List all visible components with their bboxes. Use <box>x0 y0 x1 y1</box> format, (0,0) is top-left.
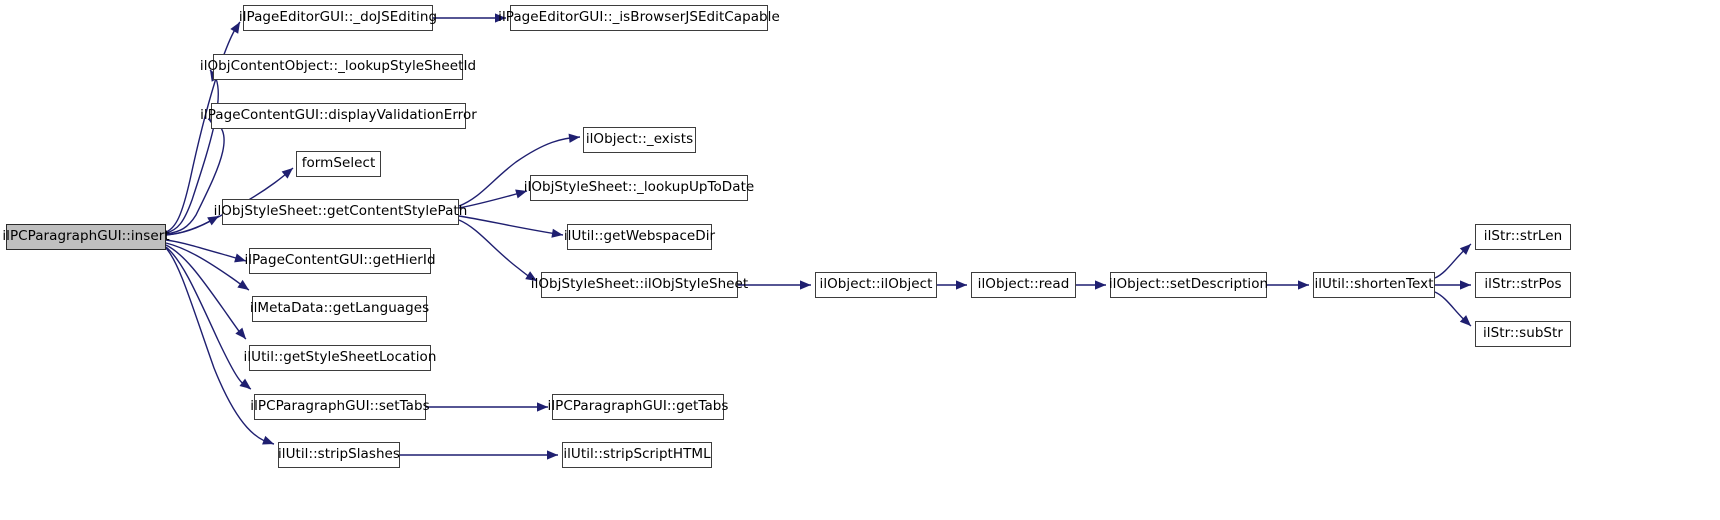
graph-node-substr[interactable]: ilStr::subStr <box>1475 321 1571 347</box>
graph-node-stripscripthtml[interactable]: ilUtil::stripScriptHTML <box>562 442 712 468</box>
graph-node-getcontentstyle[interactable]: ilObjStyleSheet::getContentStylePath <box>214 199 467 225</box>
graph-node-lookupstyleid[interactable]: ilObjContentObject::_lookupStyleSheetId <box>200 54 476 80</box>
graph-node-lookupuptodate[interactable]: ilObjStyleSheet::_lookupUpToDate <box>524 175 754 201</box>
graph-node-label: ilObject::read <box>977 276 1070 293</box>
graph-node-displayvalidation[interactable]: ilPageContentGUI::displayValidationError <box>200 103 477 129</box>
graph-node-label: ilObjContentObject::_lookupStyleSheetId <box>199 58 477 75</box>
arrowhead-objstylesheet-to-ilobject <box>800 280 811 290</box>
graph-node-gettabs[interactable]: ilPCParagraphGUI::getTabs <box>548 394 728 420</box>
graph-node-strlen[interactable]: ilStr::strLen <box>1475 224 1571 250</box>
edge-root-to-getstylesheetloc <box>165 244 247 340</box>
edge-shortentext-to-strlen <box>1434 243 1472 279</box>
graph-node-label: ilObjStyleSheet::ilObjStyleSheet <box>530 276 749 293</box>
edge-getcontentstyle-to-getwebspacedir <box>458 215 564 236</box>
graph-node-label: ilObject::ilObject <box>819 276 933 293</box>
graph-node-label: ilObjStyleSheet::_lookupUpToDate <box>523 179 755 196</box>
graph-node-label: ilPageEditorGUI::_doJSEditing <box>238 9 438 26</box>
graph-node-label: ilPageContentGUI::getHierId <box>244 252 436 269</box>
graph-node-getwebspacedir[interactable]: ilUtil::getWebspaceDir <box>564 224 715 250</box>
arrowhead-ilobject-to-read <box>956 280 967 290</box>
graph-node-root[interactable]: ilPCParagraphGUI::insert <box>2 224 170 250</box>
graph-node-read[interactable]: ilObject::read <box>971 272 1076 298</box>
graph-node-label: ilPCParagraphGUI::setTabs <box>250 398 430 415</box>
graph-node-label: ilStr::strPos <box>1484 276 1562 293</box>
arrowhead-shortentext-to-strpos <box>1460 280 1471 290</box>
graph-node-ilobject[interactable]: ilObject::ilObject <box>815 272 937 298</box>
graph-node-isbrowserjs[interactable]: ilPageEditorGUI::_isBrowserJSEditCapable <box>498 5 780 31</box>
graph-node-label: ilMetaData::getLanguages <box>249 300 430 317</box>
arrowhead-root-to-getstylesheetloc <box>235 327 246 339</box>
graph-node-label: ilPCParagraphGUI::getTabs <box>547 398 729 415</box>
graph-node-getstylesheetloc[interactable]: ilUtil::getStyleSheetLocation <box>244 345 436 371</box>
graph-node-shortentext[interactable]: ilUtil::shortenText <box>1313 272 1435 298</box>
graph-node-label: ilUtil::getStyleSheetLocation <box>243 349 437 366</box>
arrowhead-shortentext-to-substr <box>1459 315 1471 326</box>
graph-node-label: ilPCParagraphGUI::insert <box>2 228 170 245</box>
graph-node-label: ilObjStyleSheet::getContentStylePath <box>213 203 468 220</box>
graph-node-strpos[interactable]: ilStr::strPos <box>1475 272 1571 298</box>
edge-root-to-settabs <box>165 246 252 390</box>
graph-node-objstylesheet[interactable]: ilObjStyleSheet::ilObjStyleSheet <box>531 272 748 298</box>
graph-node-label: ilObject::setDescription <box>1108 276 1269 293</box>
graph-node-label: ilUtil::getWebspaceDir <box>563 228 716 245</box>
edge-root-to-gethierid <box>165 239 247 262</box>
graph-node-setdescription[interactable]: ilObject::setDescription <box>1109 272 1268 298</box>
graph-node-getlanguages[interactable]: ilMetaData::getLanguages <box>250 296 429 322</box>
graph-node-label: formSelect <box>301 155 376 172</box>
graph-node-label: ilUtil::stripSlashes <box>278 446 400 463</box>
graph-node-label: ilObject::_exists <box>585 131 694 148</box>
graph-node-dojsediting[interactable]: ilPageEditorGUI::_doJSEditing <box>239 5 437 31</box>
arrowhead-root-to-getlanguages <box>237 279 249 290</box>
graph-node-gethierid[interactable]: ilPageContentGUI::getHierId <box>244 248 436 274</box>
graph-node-exists[interactable]: ilObject::_exists <box>583 127 696 153</box>
arrowhead-root-to-stripslashes <box>262 435 274 445</box>
edge-shortentext-to-substr <box>1434 291 1472 327</box>
graph-node-label: ilStr::strLen <box>1483 228 1563 245</box>
edge-getcontentstyle-to-objstylesheet <box>458 219 538 282</box>
graph-node-label: ilPageContentGUI::displayValidationError <box>200 107 477 124</box>
graph-node-label: ilUtil::stripScriptHTML <box>563 446 711 463</box>
graph-node-label: ilStr::subStr <box>1483 325 1563 342</box>
graph-node-formselect[interactable]: formSelect <box>296 151 381 177</box>
graph-node-label: ilUtil::shortenText <box>1314 276 1434 293</box>
arrowhead-shortentext-to-strlen <box>1459 244 1471 255</box>
graph-node-stripslashes[interactable]: ilUtil::stripSlashes <box>278 442 400 468</box>
arrowhead-root-to-settabs <box>239 378 251 389</box>
graph-node-settabs[interactable]: ilPCParagraphGUI::setTabs <box>250 394 430 420</box>
graph-node-label: ilPageEditorGUI::_isBrowserJSEditCapable <box>498 9 780 26</box>
